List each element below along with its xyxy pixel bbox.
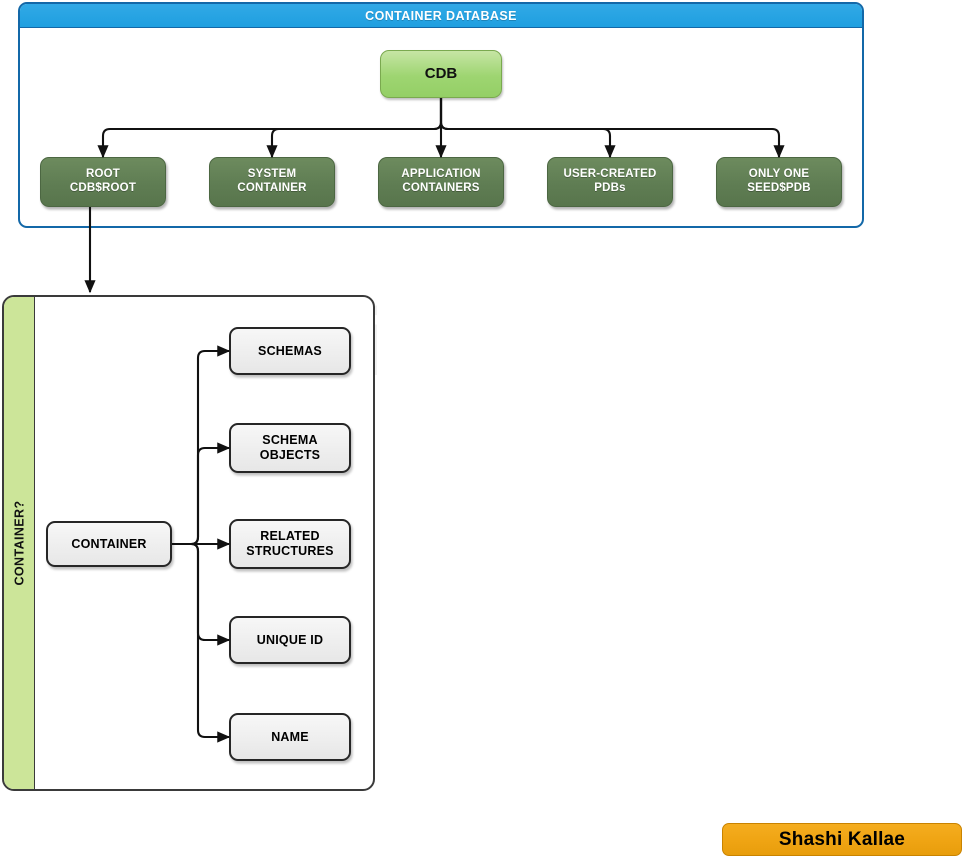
node-container-label: CONTAINER: [71, 536, 147, 551]
node-only-one-seedpdb[interactable]: ONLY ONE SEED$PDB: [716, 157, 842, 207]
node-user-created-pdbs-line2: PDBs: [594, 182, 626, 194]
node-only-one-seedpdb-line1: ONLY ONE: [748, 168, 810, 181]
node-user-created-pdbs[interactable]: USER-CREATED PDBs: [547, 157, 673, 207]
node-unique-id[interactable]: UNIQUE ID: [229, 616, 351, 664]
node-root-cdbroot-line1: ROOT: [85, 168, 120, 181]
node-name-line1: NAME: [271, 729, 309, 744]
node-user-created-pdbs-line1: USER-CREATED: [563, 168, 657, 181]
node-root-cdbroot-line2: CDB$ROOT: [69, 182, 137, 194]
node-schemas[interactable]: SCHEMAS: [229, 327, 351, 375]
node-container[interactable]: CONTAINER: [46, 521, 172, 567]
node-application-containers-line2: CONTAINERS: [402, 182, 480, 194]
node-related-structures-line1: RELATED: [260, 529, 320, 544]
node-system-container-line2: CONTAINER: [237, 182, 307, 194]
node-schema-objects-line2: OBJECTS: [259, 448, 321, 462]
node-only-one-seedpdb-line2: SEED$PDB: [747, 182, 811, 194]
container-database-panel-header: CONTAINER DATABASE: [20, 4, 862, 28]
node-unique-id-line1: UNIQUE ID: [256, 632, 324, 647]
node-name[interactable]: NAME: [229, 713, 351, 761]
node-cdb-label: CDB: [424, 65, 458, 83]
node-application-containers-line1: APPLICATION: [401, 168, 481, 181]
node-root-cdbroot[interactable]: ROOT CDB$ROOT: [40, 157, 166, 207]
container-database-title: CONTAINER DATABASE: [365, 8, 517, 23]
container-question-label: CONTAINER?: [12, 500, 27, 586]
node-cdb[interactable]: CDB: [380, 50, 502, 98]
node-application-containers[interactable]: APPLICATION CONTAINERS: [378, 157, 504, 207]
node-schema-objects[interactable]: SCHEMA OBJECTS: [229, 423, 351, 473]
node-schema-objects-line1: SCHEMA: [262, 433, 318, 448]
signature-badge: Shashi Kallae: [722, 823, 962, 856]
node-schemas-line1: SCHEMAS: [258, 343, 322, 358]
container-question-strip: CONTAINER?: [4, 297, 35, 789]
container-question-label-wrap: CONTAINER?: [4, 297, 34, 789]
node-system-container-line1: SYSTEM: [247, 168, 297, 181]
node-related-structures-line2: STRUCTURES: [246, 544, 334, 558]
node-system-container[interactable]: SYSTEM CONTAINER: [209, 157, 335, 207]
signature-label: Shashi Kallae: [778, 828, 906, 850]
node-related-structures[interactable]: RELATED STRUCTURES: [229, 519, 351, 569]
